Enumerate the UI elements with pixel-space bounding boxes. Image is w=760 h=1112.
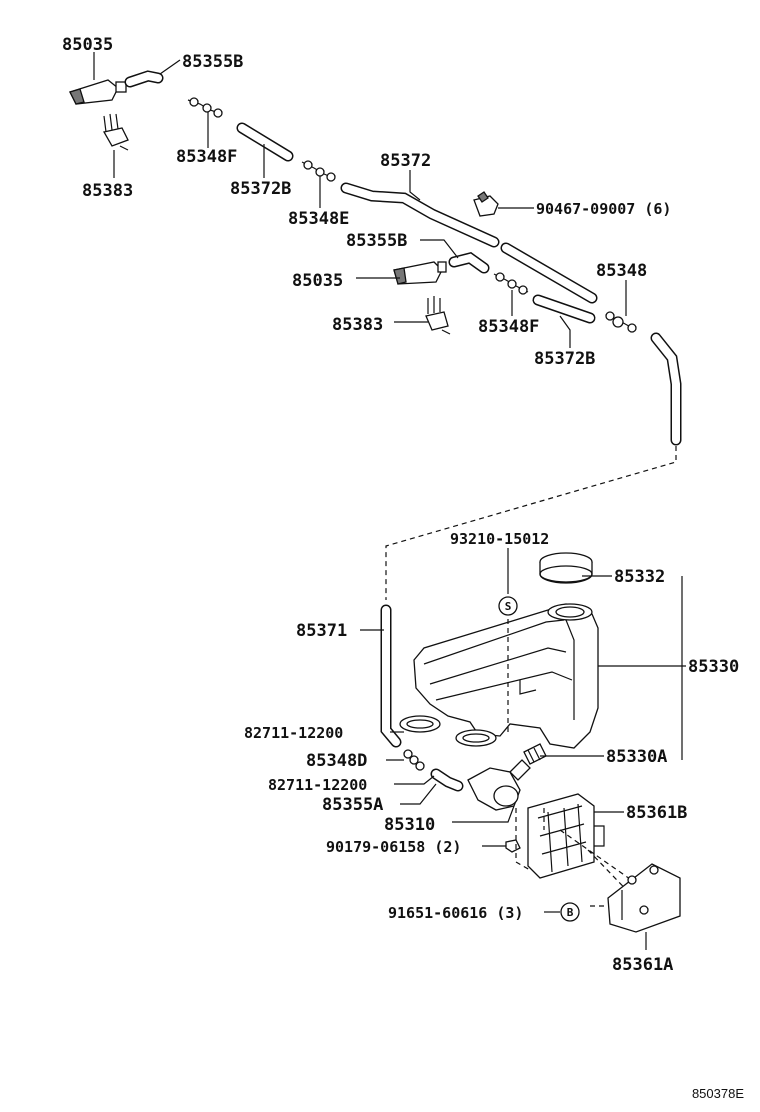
clamp-part [473, 191, 499, 217]
callout-clamp-bolt: 90467-09007 (6) [536, 200, 671, 218]
callout-elbow-3: 85355A [322, 795, 383, 815]
callout-hose-1: 85372B [230, 179, 291, 199]
joint-part-3 [493, 272, 529, 295]
callout-hose-long: 85371 [296, 621, 347, 641]
elbow-part-2 [448, 252, 490, 274]
washer-tank-part [413, 603, 599, 749]
joint-part-2 [301, 160, 336, 182]
callout-joint-4: 85348D [306, 751, 367, 771]
elbow-part-3 [430, 768, 464, 792]
bracket-a-part [607, 863, 681, 933]
inlet-cap-part [539, 552, 593, 584]
callout-clamp-1: 82711-12200 [244, 724, 343, 742]
callout-bracket-a: 85361A [612, 955, 673, 975]
tee-joint-part [605, 311, 637, 333]
callout-tee-joint: 85348 [596, 261, 647, 281]
nut-part [505, 839, 521, 853]
nozzle-part-2 [393, 261, 447, 285]
callout-bolt: 91651-60616 (3) [388, 904, 523, 922]
joint-part-4 [403, 749, 425, 771]
connection-dashed-line [385, 446, 677, 600]
callout-cap-gasket: 93210-15012 [450, 530, 549, 548]
callout-joint-1: 85348F [176, 147, 237, 167]
hose-part-2 [532, 294, 596, 324]
callout-hose-main: 85372 [380, 151, 431, 171]
pump-part [467, 759, 531, 811]
hose-part-main [340, 182, 598, 304]
symbol-s-circle [498, 596, 518, 616]
bracket-b-part [527, 793, 605, 879]
nozzle-part-1 [69, 79, 127, 105]
callout-tank: 85330 [688, 657, 739, 677]
hose-part-1 [236, 122, 294, 162]
callout-nozzle-2: 85035 [292, 271, 343, 291]
callout-nut: 90179-06158 (2) [326, 838, 461, 856]
callout-bracket-b: 85361B [626, 803, 687, 823]
bracket-dashed-lines [515, 808, 641, 907]
callout-bracket-1: 85383 [82, 181, 133, 201]
callout-inlet-cap: 85332 [614, 567, 665, 587]
callout-clamp-2: 82711-12200 [268, 776, 367, 794]
callout-joint-3: 85348F [478, 317, 539, 337]
hose-part-right [650, 332, 682, 446]
callout-elbow-2: 85355B [346, 231, 407, 251]
figure-id: 850378E [692, 1086, 744, 1101]
symbol-b-circle [560, 902, 580, 922]
grommet-part [523, 743, 547, 765]
callout-bracket-2: 85383 [332, 315, 383, 335]
callout-pump: 85310 [384, 815, 435, 835]
bracket-part-1 [102, 113, 129, 151]
callout-elbow-1: 85355B [182, 52, 243, 72]
callout-grommet: 85330A [606, 747, 667, 767]
symbol-b-label: B [567, 906, 574, 919]
callout-hose-2: 85372B [534, 349, 595, 369]
joint-part-1 [187, 97, 223, 118]
hose-part-long [380, 604, 402, 748]
callout-nozzle-1: 85035 [62, 35, 113, 55]
leader-lines [93, 52, 686, 950]
symbol-s-label: S [505, 600, 512, 613]
bracket-part-2 [425, 296, 451, 335]
clamp-part-2 [455, 729, 497, 747]
callout-joint-2: 85348E [288, 209, 349, 229]
elbow-part-1 [124, 70, 164, 88]
clamp-part-1 [399, 715, 441, 733]
